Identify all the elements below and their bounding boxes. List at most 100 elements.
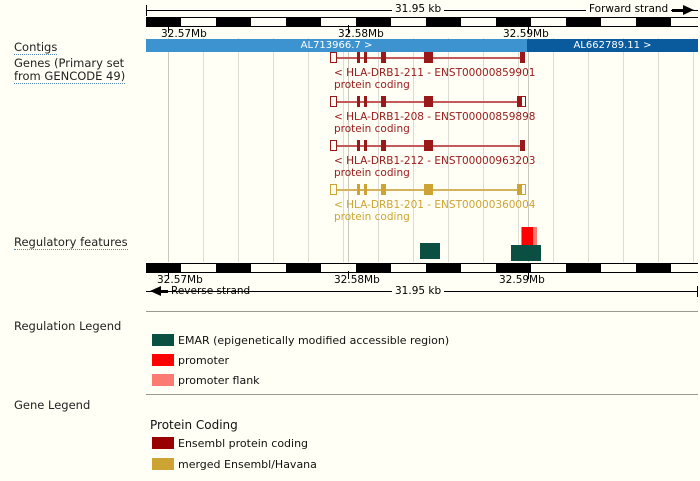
ruler-top[interactable] <box>146 17 698 27</box>
gridline <box>308 38 309 262</box>
gene-legend-title: Gene Legend <box>14 398 91 412</box>
regulatory-feature-promoter[interactable] <box>522 227 533 245</box>
gridline <box>658 38 659 262</box>
track-label-genes-line1: Genes (Primary set <box>14 56 125 70</box>
contig-AL713966[interactable]: AL713966.7 > <box>146 39 527 52</box>
ruler-block <box>636 264 671 272</box>
track-label-genes[interactable]: Genes (Primary set from GENCODE 49) <box>14 56 126 84</box>
legend-label-merged-ensembl-havana: merged Ensembl/Havana <box>178 458 317 471</box>
track-label-regulatory[interactable]: Regulatory features <box>14 236 128 250</box>
ruler-block <box>286 264 321 272</box>
transcript-exon[interactable] <box>517 96 521 107</box>
legend-swatch-promoter-flank <box>152 374 174 386</box>
transcript-label[interactable]: < HLA-DRB1-208 - ENST00000859898 <box>334 111 536 123</box>
transcript-label[interactable]: < HLA-DRB1-212 - ENST00000963203 <box>334 155 536 167</box>
regulation-legend-rule-top <box>146 311 698 312</box>
transcript-biotype: protein coding <box>334 123 410 135</box>
ruler-block <box>496 264 531 272</box>
regulatory-feature-emar[interactable] <box>511 245 541 261</box>
ruler-block <box>636 18 671 26</box>
transcript-exon[interactable] <box>424 184 433 195</box>
legend-swatch-emar <box>152 334 174 346</box>
track-label-contigs[interactable]: Contigs <box>14 40 58 55</box>
forward-strand-label: Forward strand <box>586 3 672 15</box>
transcript-utr-exon[interactable] <box>330 96 337 107</box>
contig-AL662789[interactable]: AL662789.11 > <box>527 39 698 52</box>
gridline <box>238 38 239 262</box>
transcript-exon[interactable] <box>424 140 433 151</box>
transcript-exon[interactable] <box>381 184 386 195</box>
transcript-label[interactable]: < HLA-DRB1-201 - ENST00000360004 <box>334 199 536 211</box>
gridline <box>623 38 624 262</box>
transcript-exon[interactable] <box>381 52 386 63</box>
ruler-bottom[interactable] <box>146 263 698 273</box>
transcript-exon[interactable] <box>520 140 525 151</box>
transcript-exon[interactable] <box>364 96 367 107</box>
track-label-genes-line2: from GENCODE 49) <box>14 69 126 84</box>
ruler-top-label-2: 32.59Mb <box>503 28 549 40</box>
transcript-utr-exon[interactable] <box>521 184 526 195</box>
transcript-utr-exon[interactable] <box>521 96 526 107</box>
gridline <box>448 38 449 262</box>
ruler-block <box>286 18 321 26</box>
ruler-top-tick-1 <box>168 25 169 33</box>
legend-label-promoter-flank: promoter flank <box>178 374 260 387</box>
ruler-bottom-label-0: 32.57Mb <box>157 274 203 286</box>
gridline-major <box>528 38 529 262</box>
ruler-block <box>426 18 461 26</box>
transcript-utr-exon[interactable] <box>330 52 337 63</box>
scale-length-bottom: 31.95 kb <box>392 285 445 297</box>
transcript-exon[interactable] <box>357 140 360 151</box>
transcript-exon[interactable] <box>357 184 360 195</box>
gridline <box>413 38 414 262</box>
gridline <box>483 38 484 262</box>
gridline <box>588 38 589 262</box>
gridline <box>518 38 519 262</box>
gridline <box>203 38 204 262</box>
scale-length-top: 31.95 kb <box>392 3 445 15</box>
regulatory-feature-emar[interactable] <box>420 243 440 259</box>
transcript-biotype: protein coding <box>334 211 410 223</box>
transcript-exon[interactable] <box>364 52 367 63</box>
transcript-exon[interactable] <box>424 52 433 63</box>
transcript-utr-exon[interactable] <box>330 140 337 151</box>
transcript-exon[interactable] <box>517 184 521 195</box>
ruler-block <box>426 264 461 272</box>
legend-swatch-promoter <box>152 354 174 366</box>
ruler-top-label-0: 32.57Mb <box>161 28 207 40</box>
transcript-exon[interactable] <box>381 96 386 107</box>
transcript-exon[interactable] <box>520 52 525 63</box>
transcript-utr-exon[interactable] <box>330 184 337 195</box>
legend-label-promoter: promoter <box>178 354 230 367</box>
track-label-contigs-text: Contigs <box>14 40 58 55</box>
ruler-block <box>216 18 251 26</box>
transcript-biotype: protein coding <box>334 167 410 179</box>
gene-legend-subtitle: Protein Coding <box>150 418 238 432</box>
transcript-exon[interactable] <box>424 96 433 107</box>
ruler-block <box>566 18 601 26</box>
transcript-exon[interactable] <box>364 184 367 195</box>
contig-AL713966-label: AL713966.7 > <box>300 40 373 51</box>
ruler-bottom-label-1: 32.58Mb <box>334 274 380 286</box>
ruler-bottom-tick-2 <box>348 271 349 279</box>
gridline <box>378 38 379 262</box>
transcript-exon[interactable] <box>357 52 360 63</box>
transcript-label[interactable]: < HLA-DRB1-211 - ENST00000859901 <box>334 67 536 79</box>
contig-AL662789-label: AL662789.11 > <box>573 40 652 51</box>
gridline <box>693 38 694 262</box>
ruler-top-tick-2 <box>348 25 349 33</box>
forward-arrow-stem <box>672 9 685 12</box>
track-label-regulatory-text: Regulatory features <box>14 235 128 250</box>
transcript-exon[interactable] <box>364 140 367 151</box>
gridline <box>273 38 274 262</box>
transcript-exon[interactable] <box>357 96 360 107</box>
ruler-top-tick-3 <box>528 25 529 33</box>
transcript-biotype: protein coding <box>334 79 410 91</box>
transcript-exon[interactable] <box>381 140 386 151</box>
scalebar-right-tick <box>697 286 698 297</box>
